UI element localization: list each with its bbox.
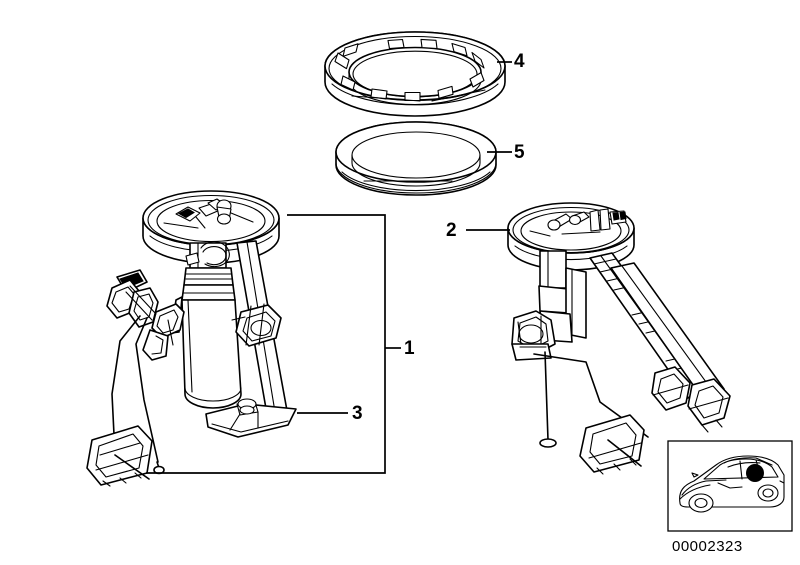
leader-bracket-1: [146, 214, 386, 474]
foot-bracket-right-a: [651, 366, 691, 411]
callout-label-3: 3: [352, 403, 363, 424]
vehicle-thumbnail: [667, 440, 793, 532]
diagram-number: 00002323: [672, 538, 743, 555]
part-lock-ring-graphic: [324, 31, 506, 117]
suction-jet-hoses: [589, 252, 725, 403]
part-fuel-level-sensor-graphic: [507, 202, 731, 475]
part-fuel-pump-assembly-graphic: [86, 190, 297, 487]
part-seal-ring-graphic: [335, 121, 497, 196]
callout-label-1: 1: [404, 338, 415, 359]
callout-label-4: 4: [514, 51, 525, 72]
clamp-bracket-right: [231, 303, 282, 347]
callout-label-2: 2: [446, 220, 457, 241]
foot-bracket-left: [86, 425, 153, 487]
clamp-bracket-left: [142, 303, 185, 361]
callout-label-5: 5: [514, 142, 525, 163]
part-mounting-plate-graphic: [205, 398, 297, 438]
fuel-tank-location-dot: [746, 464, 764, 482]
sender-body-right: [511, 310, 556, 361]
fuel-level-sender-left: [106, 269, 165, 475]
foot-bracket-right-c: [579, 414, 645, 475]
foot-bracket-right-b: [687, 378, 731, 433]
